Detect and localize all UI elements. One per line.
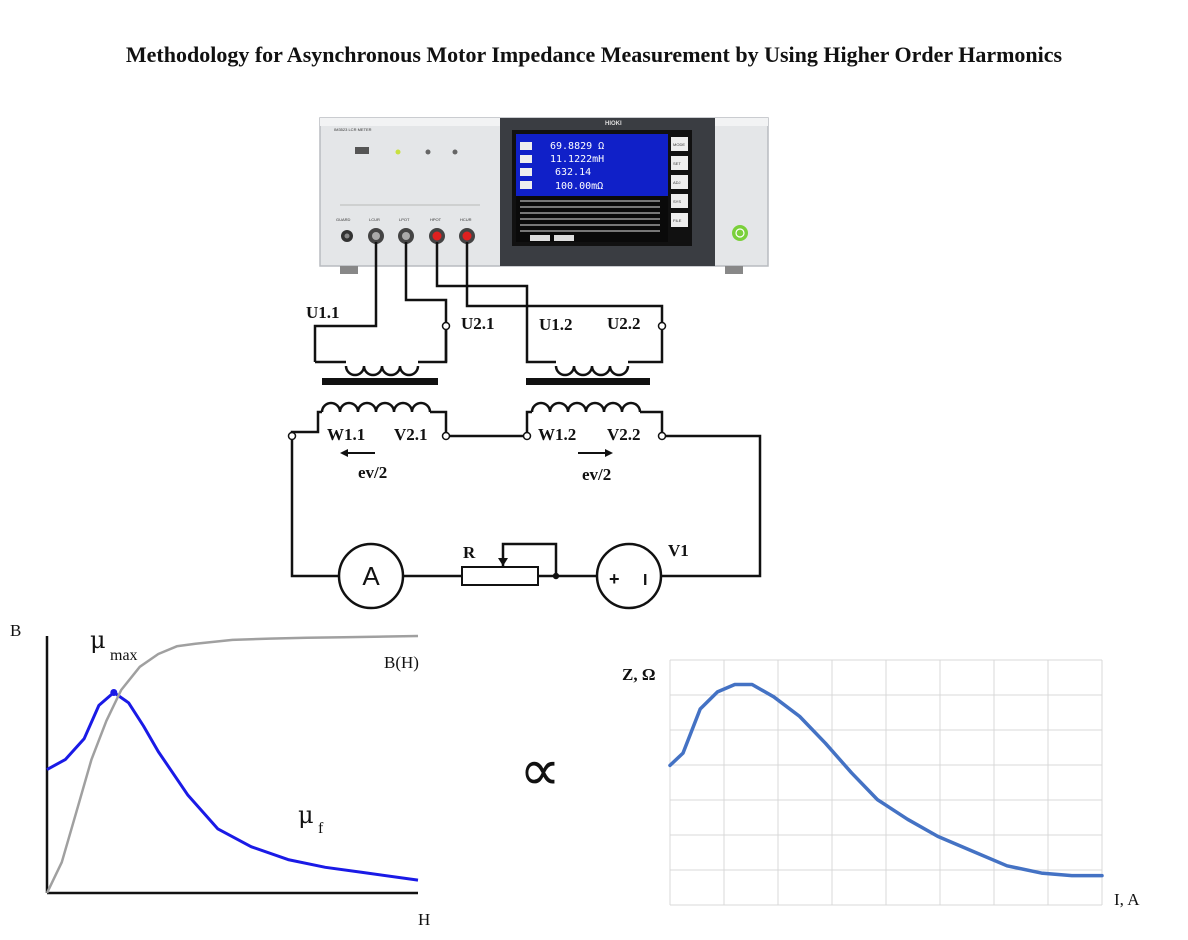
right-grid: [669, 659, 1103, 906]
terminal-label-hpot: HPOT: [430, 217, 442, 222]
lcr-meter: IM3523 LCR METER GUARD LCUR LPOT HPOT HC…: [319, 117, 769, 274]
meter-side-buttons: MODE SET ADJ SYS FILE: [671, 137, 688, 227]
emf-arrows: [340, 449, 613, 457]
svg-text:SYS: SYS: [673, 199, 681, 204]
terminal-label-lpot: LPOT: [399, 217, 410, 222]
mu-max-point: [110, 689, 118, 696]
left-x-label: H: [418, 910, 430, 929]
terminal-label-lcur: LCUR: [369, 217, 380, 222]
meter-terminals: [341, 228, 475, 244]
label-v21: V2.1: [394, 425, 428, 444]
annotation-bh: B(H): [384, 653, 419, 672]
label-u12: U1.2: [539, 315, 573, 334]
source-plus: +: [609, 569, 620, 589]
reading-ls: 11.1222mH: [550, 154, 604, 165]
terminal-label-hcur: HCUR: [460, 217, 472, 222]
meter-brand: HIOKI: [605, 121, 622, 127]
label-v22: V2.2: [607, 425, 641, 444]
meter-leads: [313, 242, 664, 362]
meter-screen: [516, 134, 668, 196]
svg-text:ADJ: ADJ: [673, 180, 681, 185]
source-minus: I: [643, 572, 647, 589]
annotation-mu-max-sub: max: [110, 647, 138, 664]
voltage-source-v1: [595, 542, 663, 610]
label-w11: W1.1: [327, 425, 365, 444]
adj-button: [671, 175, 688, 189]
bh-permeability-chart: B H μ max μ f B(H): [10, 621, 430, 929]
proportional-symbol: ∝: [519, 736, 560, 804]
terminal-label-guard: GUARD: [336, 217, 351, 222]
ammeter: [337, 542, 405, 610]
transformers: [290, 326, 762, 578]
label-w12: W1.2: [538, 425, 576, 444]
mu-curve: [46, 691, 419, 882]
right-x-label: I, A: [1114, 890, 1140, 909]
label-emf-right: ev/2: [582, 465, 611, 484]
meter-model-label: IM3523 LCR METER: [334, 127, 372, 132]
set-button: [671, 156, 688, 170]
label-u11: U1.1: [306, 303, 340, 322]
led-indicator: [395, 149, 401, 155]
reading-q: 632.14: [555, 167, 591, 178]
mode-button: [671, 137, 688, 151]
annotation-mu-f-symbol: μ: [298, 801, 314, 829]
left-y-label: B: [10, 621, 21, 640]
right-y-label: Z, Ω: [622, 665, 655, 684]
resistor-wiper-arrow: [498, 558, 508, 566]
impedance-curve: [668, 682, 1104, 878]
resistor-r: [461, 566, 539, 586]
annotation-mu-f-sub: f: [318, 820, 324, 837]
reading-z: 69.8829 Ω: [550, 141, 604, 152]
ammeter-symbol: A: [362, 561, 380, 591]
impedance-current-chart: Z, Ω I, A: [622, 659, 1140, 909]
file-button: [671, 213, 688, 227]
terminal-dots: [287, 321, 667, 580]
label-u22: U2.2: [607, 314, 641, 333]
label-u21: U2.1: [461, 314, 495, 333]
reading-rdc: 100.00mΩ: [555, 181, 603, 192]
label-source: V1: [668, 541, 689, 560]
page-title: Methodology for Asynchronous Motor Imped…: [125, 42, 1063, 67]
svg-text:SET: SET: [673, 161, 681, 166]
label-resistor: R: [463, 543, 476, 562]
svg-text:FILE: FILE: [673, 218, 682, 223]
annotation-mu-max-symbol: μ: [90, 626, 106, 654]
bh-curve: [45, 634, 419, 894]
usb-port: [355, 147, 369, 154]
svg-text:MODE: MODE: [673, 142, 685, 147]
power-icon: [732, 225, 748, 241]
label-emf-left: ev/2: [358, 463, 387, 482]
sys-button: [671, 194, 688, 208]
